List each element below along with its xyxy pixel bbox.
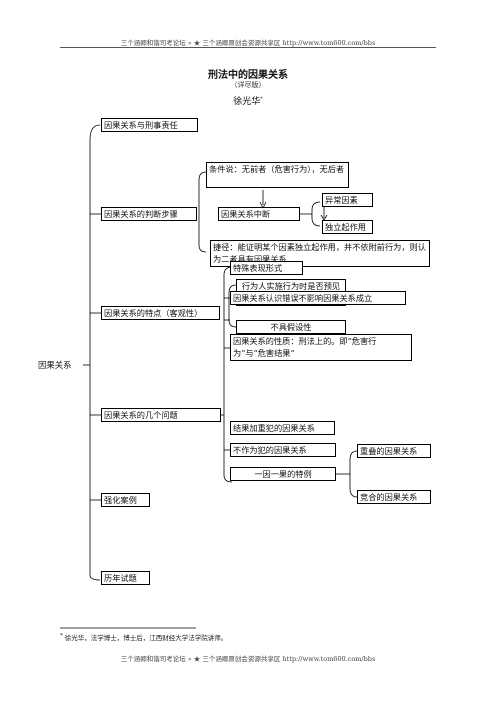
causal-interruption: 因果关系中断 (218, 207, 300, 221)
abnormal-factor: 异常因素 (322, 193, 373, 207)
page-header: 三个涵卿和谐司考论坛 » ★ 三个涵卿原创会资源共享区 http://www.t… (120, 39, 376, 47)
page-footer: 三个涵卿和谐司考论坛 » ★ 三个涵卿原创会资源共享区 http://www.t… (120, 655, 376, 663)
branch-features: 因果关系的特点（客观性） (101, 306, 220, 320)
footnote-mark: * (60, 632, 63, 639)
feature-no-hypothesis: 不具假设性 (236, 320, 346, 334)
branch-cases: 强化案例 (101, 493, 150, 507)
branch-responsibility: 因果关系与刑事责任 (101, 118, 198, 132)
footnote: * 徐光华，法学博士，博士后，江西财经大学法学院讲师。 (60, 632, 227, 642)
issue-cognitive-error: 因果关系认识错误不影响因果关系成立 (230, 291, 406, 305)
independent-effect: 独立起作用 (322, 220, 373, 234)
issue-aggravated-result: 结果加重犯的因果关系 (230, 421, 335, 435)
shortcut-rule: 捷径：能证明某个因素独立起作用，并不依附前行为，则认为二者具有因果关系 (210, 240, 430, 267)
issue-nature: 因果关系的性质：刑法上的。即“危害行为”与“危害结果” (230, 334, 412, 361)
issue-omission: 不作为犯的因果关系 (230, 443, 336, 457)
mindmap-root: 因果关系 (38, 360, 72, 370)
footnote-text: 徐光华，法学博士，博士后，江西财经大学法学院讲师。 (64, 634, 228, 642)
document-author: 徐光华* (0, 94, 496, 107)
header-rule (60, 47, 436, 48)
document-title: 刑法中的因果关系 (208, 70, 288, 81)
issue-special-forms: 特殊表现形式 (230, 261, 303, 275)
issue-special-case: 一因一果的特例 (230, 467, 336, 481)
document-subtitle: （详尽版） (230, 81, 266, 89)
issue-overlapping: 重叠的因果关系 (357, 444, 431, 458)
issue-concurrent: 竞合的因果关系 (357, 490, 431, 504)
author-name: 徐光华 (233, 97, 261, 107)
condition-theory: 条件说：无前者（危害行为），无后者 (206, 162, 349, 188)
branch-issues: 因果关系的几个问题 (101, 408, 221, 422)
branch-past-exams: 历年试题 (101, 571, 150, 585)
author-footnote-mark: * (260, 96, 263, 102)
branch-judgment-steps: 因果关系的判断步骤 (101, 207, 197, 221)
